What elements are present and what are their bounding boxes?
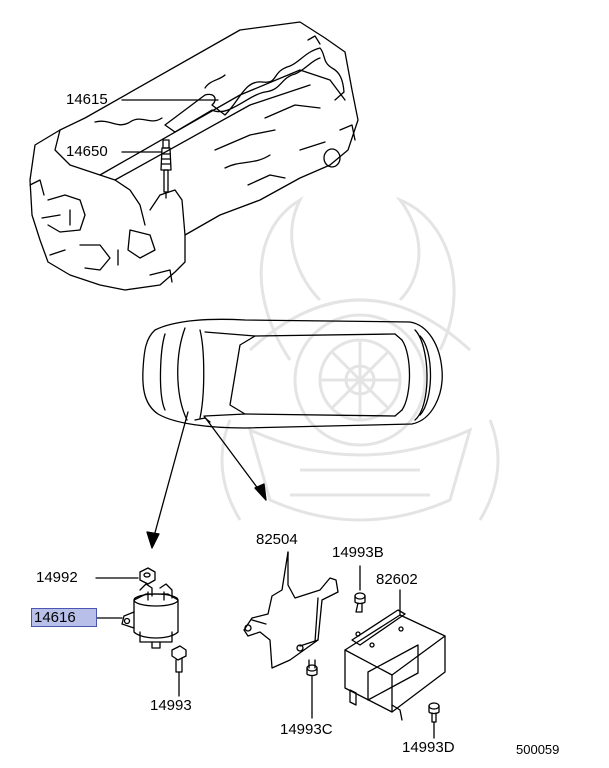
label-14992: 14992	[36, 569, 78, 586]
label-14993D: 14993D	[402, 739, 455, 756]
relay-14616	[121, 583, 179, 649]
engine-head	[29, 21, 359, 291]
bolt-14993C	[306, 659, 318, 677]
label-14993: 14993	[150, 697, 192, 714]
diagram-id: 500059	[516, 742, 560, 757]
glow-plug-14650	[160, 139, 172, 199]
bolt-14993D	[428, 702, 440, 723]
van-top-view	[142, 318, 443, 429]
label-14615: 14615	[66, 91, 108, 108]
label-14993B: 14993B	[332, 544, 384, 561]
bolt-14993B	[354, 592, 366, 613]
nut-14992	[139, 567, 156, 585]
bolt-14993	[171, 645, 187, 673]
label-14650: 14650	[66, 143, 108, 160]
label-14616-highlighted[interactable]: 14616	[31, 608, 97, 627]
gasket-14615	[164, 47, 345, 133]
label-82602: 82602	[376, 571, 418, 588]
label-82504: 82504	[256, 531, 298, 548]
label-14993C: 14993C	[280, 721, 333, 738]
bracket-82504	[243, 551, 339, 669]
